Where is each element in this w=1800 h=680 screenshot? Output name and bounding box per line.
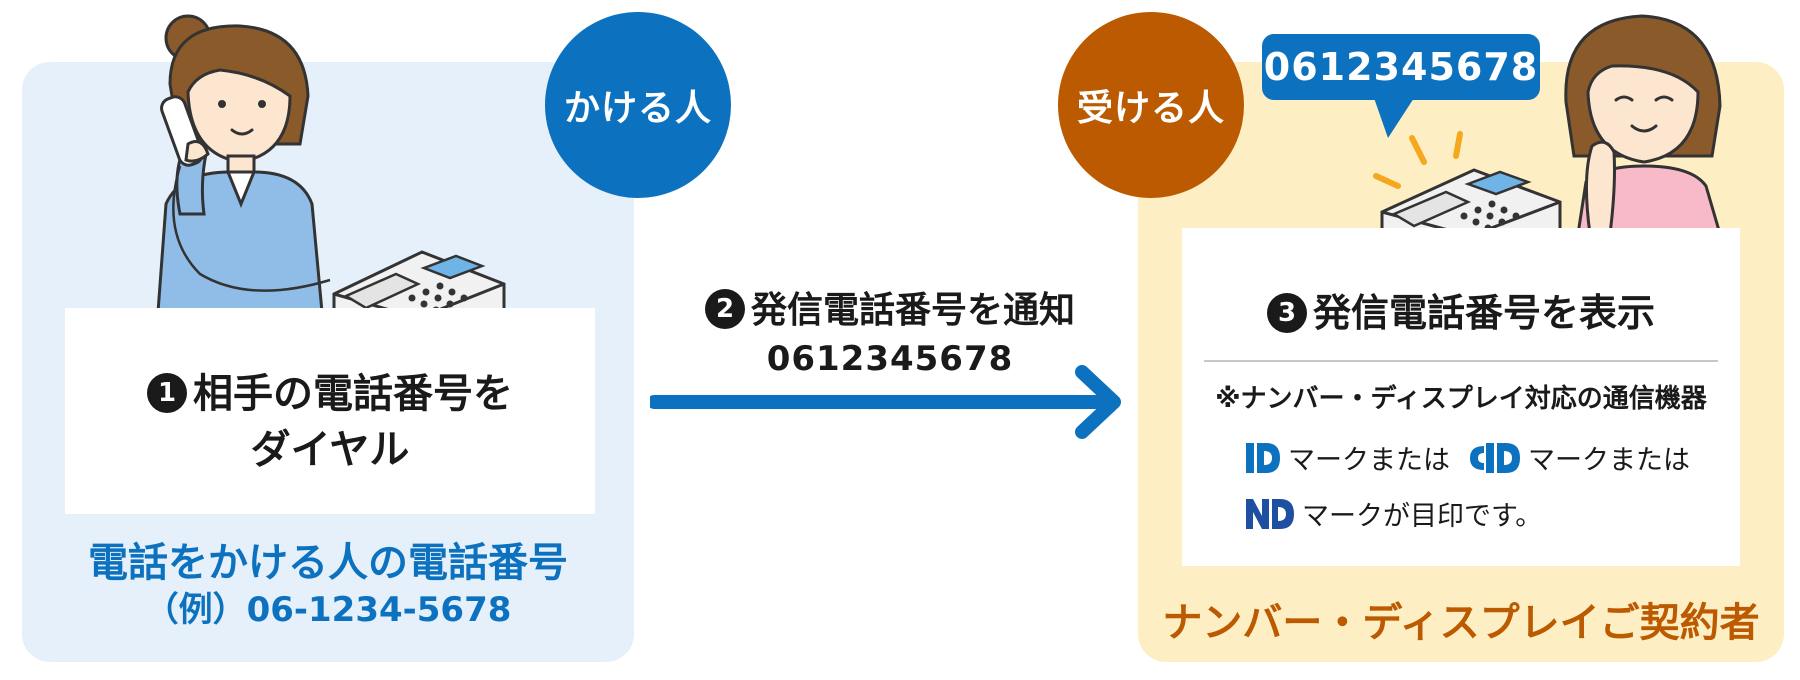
compatibility-note: ※ナンバー・ディスプレイ対応の通信機器 [1215, 384, 1707, 414]
step2-number: 2 [704, 289, 745, 329]
id-mark-icon [1246, 442, 1280, 473]
transmitted-number: 0612345678 [766, 339, 1014, 379]
nd-mark-icon [1246, 498, 1294, 529]
divider [1204, 360, 1718, 362]
caller-badge: かける人 [545, 12, 731, 198]
arrow-right-icon [650, 365, 1121, 439]
caller-footer: 電話をかける人の電話番号 （例）06-1234-5678 [22, 538, 634, 632]
mark-text: マークまたは [1288, 445, 1450, 476]
caller-id-bubble: 0612345678 [1262, 34, 1540, 100]
step3-number: 3 [1266, 292, 1307, 333]
step1-number: 1 [147, 373, 187, 413]
cid-mark-icon [1470, 442, 1520, 473]
mark-row: マークまたは マークまたは [1244, 438, 1708, 477]
receiver-woman-icon [1564, 14, 1722, 234]
step3-title-text: 発信電話番号を表示 [1312, 291, 1655, 335]
step1-title-line2: ダイヤル [250, 427, 410, 473]
caller-woman-icon [156, 14, 331, 312]
receiver-footer: ナンバー・ディスプレイご契約者 [1162, 600, 1760, 646]
caller-number-example: （例）06-1234-5678 [144, 590, 512, 630]
receiver-badge: 受ける人 [1058, 12, 1244, 198]
step2-title-text: 発信電話番号を通知 [750, 290, 1075, 331]
bubble-tail [1374, 98, 1414, 138]
step1-title-line1: 相手の電話番号を [193, 371, 513, 417]
mark-row: マークが目印です。 [1244, 494, 1560, 533]
mark-text-last: マークが目印です。 [1302, 501, 1543, 532]
mark-text: マークまたは [1528, 445, 1690, 476]
caller-number-title: 電話をかける人の電話番号 [88, 540, 568, 586]
